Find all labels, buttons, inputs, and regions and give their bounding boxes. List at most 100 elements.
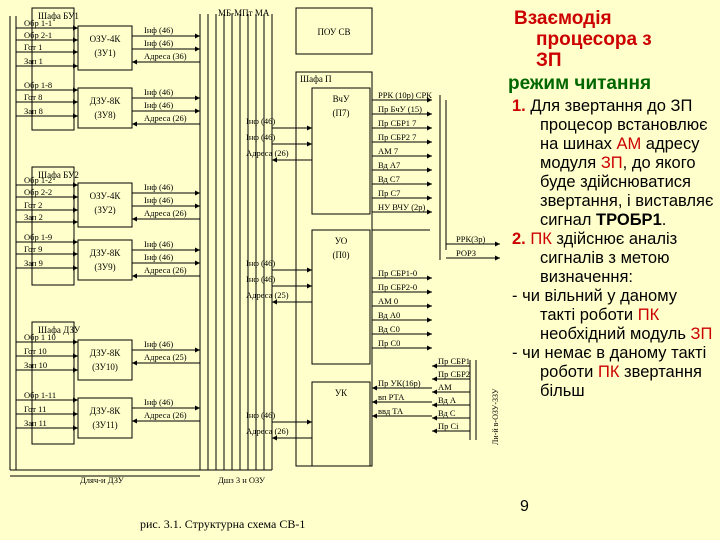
uo-signal-label: Пр С0 bbox=[378, 338, 400, 348]
title-line-2: процесора з bbox=[536, 29, 652, 50]
uk-output-label: Пр Сі bbox=[438, 421, 459, 431]
module-left-signal-label: Обр 2-1 bbox=[24, 30, 52, 40]
uk-signal-label: Пр УК(16р) bbox=[378, 378, 421, 388]
module-bus-label: Інф (46) bbox=[144, 25, 173, 35]
module-left-signal-line-arrowhead bbox=[73, 49, 78, 55]
step-1-zp: ЗП bbox=[600, 154, 623, 172]
processor-unit-id: (П0) bbox=[333, 250, 350, 260]
vchu-signal-line-arrowhead bbox=[427, 167, 432, 173]
module-left-signal-label: Обр 1-9 bbox=[24, 232, 52, 242]
uk-signal-line-arrowhead bbox=[372, 399, 377, 405]
uo-signal-line-arrowhead bbox=[427, 317, 432, 323]
vchu-signal-line-arrowhead bbox=[427, 139, 432, 145]
module-left-signal-label: Обр 1-11 bbox=[24, 390, 56, 400]
uk-output-label: Вд А bbox=[438, 395, 457, 405]
processor-info-line-arrowhead bbox=[307, 125, 312, 131]
module-info-line-arrowhead bbox=[195, 190, 200, 196]
slide-title: Взаємодія процесора з ЗП bbox=[508, 8, 716, 71]
bullet-1: - чи вільний у даному такті роботи ПК не… bbox=[508, 287, 716, 344]
module-left-signal-line-arrowhead bbox=[73, 113, 78, 119]
processor-info-line-arrowhead bbox=[307, 419, 312, 425]
right-output-line-arrowhead bbox=[495, 241, 500, 247]
module-bus-label: Інф (46) bbox=[144, 195, 173, 205]
cabinet-su1-label: Шафа БУ1 bbox=[38, 11, 79, 21]
cabinet-su2-label: Шафа БУ2 bbox=[38, 170, 79, 180]
module-info-line-arrowhead bbox=[195, 247, 200, 253]
memory-module-id: (ЗУ8) bbox=[94, 110, 115, 120]
bus-top-label: МБ-МПт МА bbox=[218, 8, 270, 18]
module-left-signal-label: Гот 2 bbox=[24, 200, 42, 210]
uk-output-line-arrowhead bbox=[432, 402, 437, 408]
memory-module-id: (ЗУ11) bbox=[92, 420, 117, 430]
module-bus-label: Інф (46) bbox=[144, 182, 173, 192]
vchu-signal-label: АМ 7 bbox=[378, 146, 398, 156]
memory-module-id: (ЗУ10) bbox=[92, 362, 118, 372]
step-2-text: здійснює аналіз сигналів з метою визначе… bbox=[540, 230, 678, 286]
bullet-1-text-a: чи вільний у даному такті роботи bbox=[522, 287, 677, 324]
module-info-line-arrowhead bbox=[195, 260, 200, 266]
processor-bus-label: Інф (46) bbox=[246, 116, 275, 126]
module-left-signal-line-arrowhead bbox=[73, 411, 78, 417]
uo-signal-label: Вд С0 bbox=[378, 324, 400, 334]
module-left-signal-line-arrowhead bbox=[73, 425, 78, 431]
module-address-line-arrowhead bbox=[132, 59, 137, 65]
uo-signal-line-arrowhead bbox=[427, 331, 432, 337]
slide-subtitle: режим читання bbox=[508, 73, 652, 94]
step-1-text-c: , до якого буде здійснюватися звертання,… bbox=[540, 154, 714, 229]
uk-output-line-arrowhead bbox=[432, 428, 437, 434]
processor-info-line-arrowhead bbox=[307, 283, 312, 289]
title-line-3: ЗП bbox=[536, 50, 562, 71]
uk-output-label: Пр СБР2 bbox=[438, 369, 470, 379]
right-output-label: РРК(3р) bbox=[456, 234, 485, 244]
pou-sv-label: ПОУ СВ bbox=[317, 27, 350, 37]
uk-output-label: Вд С bbox=[438, 408, 456, 418]
processor-bus-label: Адреса (25) bbox=[246, 290, 289, 300]
module-left-signal-line-arrowhead bbox=[73, 265, 78, 271]
bottom-bus-left-label: Дляч-и ДЗУ bbox=[80, 475, 125, 485]
module-info-line-arrowhead bbox=[195, 95, 200, 101]
processor-address-line-arrowhead bbox=[272, 435, 277, 441]
module-left-signal-line-arrowhead bbox=[73, 99, 78, 105]
module-bus-label: Інф (46) bbox=[144, 87, 173, 97]
processor-bus-label: Адреса (26) bbox=[246, 148, 289, 158]
module-left-signal-line-arrowhead bbox=[73, 251, 78, 257]
memory-module-name: ОЗУ-4К bbox=[90, 34, 122, 44]
module-bus-label: Адреса (26) bbox=[144, 113, 187, 123]
module-left-signal-label: Обр 1-8 bbox=[24, 80, 52, 90]
page-number: 9 bbox=[520, 498, 529, 515]
memory-module-name: ОЗУ-4К bbox=[90, 191, 122, 201]
module-left-signal-line-arrowhead bbox=[73, 339, 78, 345]
module-bus-label: Адреса (26) bbox=[144, 410, 187, 420]
step-1-signal: ТРОБР1 bbox=[596, 211, 662, 229]
module-bus-label: Адреса (26) bbox=[144, 265, 187, 275]
processor-bus-label: Інф (46) bbox=[246, 258, 275, 268]
bullet-2-dash: - bbox=[512, 344, 518, 362]
module-left-signal-line-arrowhead bbox=[73, 25, 78, 31]
memory-module-id: (ЗУ9) bbox=[94, 262, 115, 272]
memory-module-box bbox=[77, 239, 133, 281]
module-left-signal-line-arrowhead bbox=[73, 182, 78, 188]
module-left-signal-label: Зап 8 bbox=[24, 106, 43, 116]
uo-signal-label: Пр СБР2-0 bbox=[378, 282, 417, 292]
module-address-line-arrowhead bbox=[132, 418, 137, 424]
uk-output-line-arrowhead bbox=[432, 363, 437, 369]
uk-output-line-arrowhead bbox=[432, 376, 437, 382]
module-left-signal-label: Зап 2 bbox=[24, 212, 43, 222]
vchu-signal-label: НУ ВЧУ (2р) bbox=[378, 202, 426, 212]
module-bus-label: Інф (46) bbox=[144, 38, 173, 48]
module-left-signal-label: Обр 1-1 bbox=[24, 18, 52, 28]
module-left-signal-label: Зап 1 bbox=[24, 56, 43, 66]
module-left-signal-label: Зап 9 bbox=[24, 258, 43, 268]
uo-signal-line-arrowhead bbox=[427, 345, 432, 351]
module-left-signal-line-arrowhead bbox=[73, 353, 78, 359]
memory-module-id: (ЗУ1) bbox=[94, 48, 115, 58]
processor-address-line-arrowhead bbox=[272, 299, 277, 305]
module-left-signal-label: Гот 8 bbox=[24, 92, 42, 102]
uk-output-label: Пр СБР1 bbox=[438, 356, 470, 366]
memory-module-box bbox=[77, 397, 133, 439]
uk-output-line-arrowhead bbox=[432, 389, 437, 395]
memory-module-name: ДЗУ-8К bbox=[90, 96, 122, 106]
vchu-signal-label: Пр СБР1 7 bbox=[378, 118, 416, 128]
module-left-signal-line-arrowhead bbox=[73, 397, 78, 403]
module-left-signal-label: Зап 11 bbox=[24, 418, 47, 428]
